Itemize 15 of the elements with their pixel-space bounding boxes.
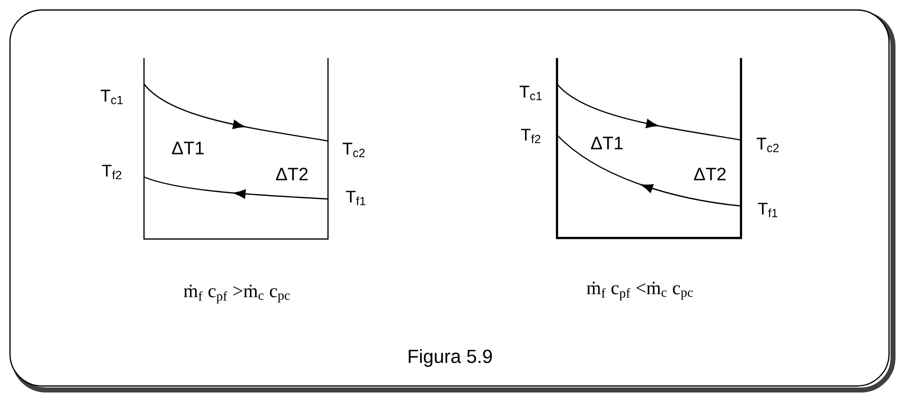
figure-caption: Figura 5.9 bbox=[408, 349, 492, 367]
temperature-difference-label: ΔT2 bbox=[276, 168, 308, 180]
temperature-label: T$_{f1}$ bbox=[758, 202, 778, 218]
temperature-label: T$_{f2}$ bbox=[520, 128, 540, 144]
temperature-difference-label: ΔT2 bbox=[694, 168, 726, 180]
temperature-label: T$_{c1}$ bbox=[100, 90, 123, 104]
temperature-label: T$_{f1}$ bbox=[346, 190, 366, 206]
temperature-label: T$_{c1}$ bbox=[520, 86, 542, 100]
condition-formula: ṁ$_{f}$ c$_{pf}$ >ṁ$_{c}$ c$_{pc}$ bbox=[184, 284, 290, 304]
temperature-label: T$_{f2}$ bbox=[102, 164, 122, 180]
temperature-label: T$_{c2}$ bbox=[756, 138, 779, 152]
condition-formula: ṁ$_{f}$ c$_{pf}$ <ṁ$_{c}$ c$_{pc}$ bbox=[586, 282, 693, 300]
temperature-difference-label: ΔT1 bbox=[591, 136, 623, 150]
temperature-label: T$_{c2}$ bbox=[342, 142, 365, 158]
temperature-difference-label: ΔT1 bbox=[172, 142, 204, 154]
